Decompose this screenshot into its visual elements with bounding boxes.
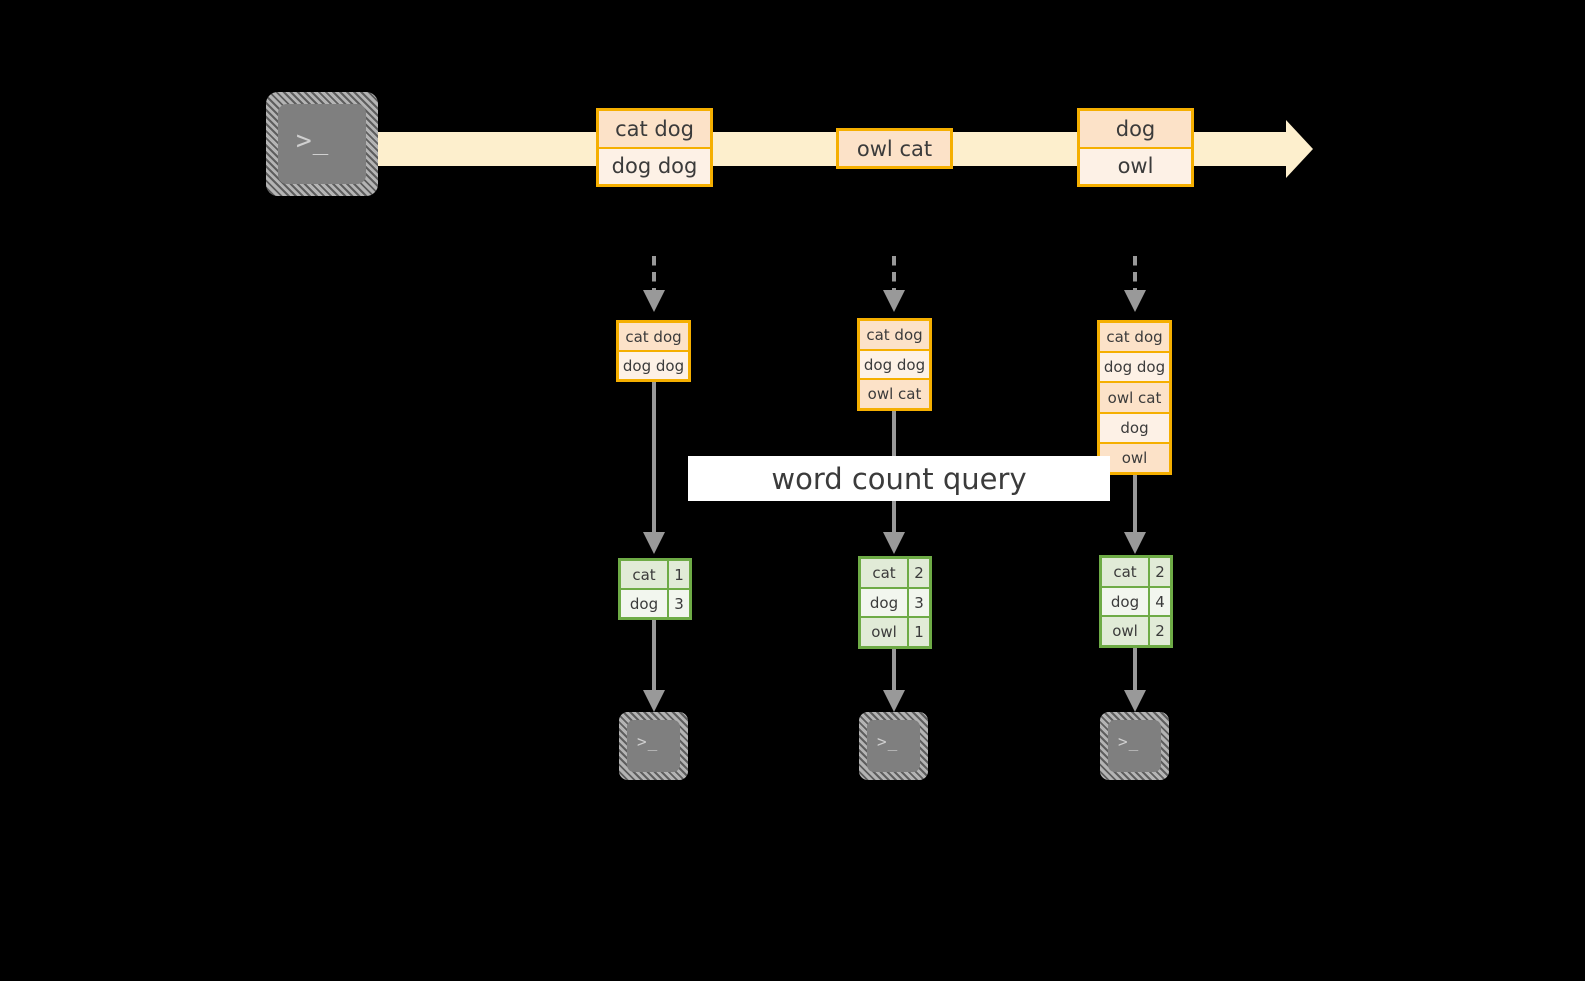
snapshot-input-row: dog dog bbox=[860, 348, 929, 379]
table-row: owl 2 bbox=[1102, 615, 1170, 646]
source-terminal-icon[interactable]: >_ bbox=[266, 92, 378, 196]
snapshot-input-row: cat dog bbox=[1100, 323, 1169, 352]
snapshot-input-row: owl cat bbox=[860, 378, 929, 409]
snapshot-2-sink-arrowhead bbox=[883, 690, 905, 712]
stream-record: owl cat bbox=[839, 131, 950, 166]
result-count: 4 bbox=[1148, 587, 1170, 616]
stream-record: cat dog bbox=[599, 111, 710, 147]
snapshot-2-query-arrowhead bbox=[883, 532, 905, 554]
snapshot-3-result-table[interactable]: cat 2 dog 4 owl 2 bbox=[1099, 555, 1173, 648]
snapshot-3-sink-terminal-icon[interactable]: >_ bbox=[1100, 712, 1169, 780]
table-row: cat 2 bbox=[1102, 558, 1170, 586]
snapshot-3-sink-arrowhead bbox=[1124, 690, 1146, 712]
snapshot-input-row: dog bbox=[1100, 411, 1169, 442]
terminal-face bbox=[278, 104, 366, 184]
snapshot-1-query-connector bbox=[652, 382, 656, 534]
result-count: 3 bbox=[907, 588, 929, 617]
snapshot-1-query-arrowhead bbox=[643, 532, 665, 554]
result-word: cat bbox=[621, 561, 667, 588]
terminal-face bbox=[1108, 720, 1161, 772]
snapshot-2-input-box[interactable]: cat dog dog dog owl cat bbox=[857, 318, 932, 411]
snapshot-input-row: dog dog bbox=[619, 350, 688, 379]
stream-group-1[interactable]: cat dog dog dog bbox=[596, 108, 713, 187]
stream-record: dog bbox=[1080, 111, 1191, 147]
result-word: dog bbox=[861, 588, 907, 617]
snapshot-1-sink-connector bbox=[652, 620, 656, 692]
snapshot-2-sink-connector bbox=[892, 649, 896, 692]
stream-group-2[interactable]: owl cat bbox=[836, 128, 953, 169]
snapshot-1-dashed-arrowhead bbox=[643, 290, 665, 312]
result-word: dog bbox=[621, 590, 667, 617]
table-row: owl 1 bbox=[861, 616, 929, 647]
snapshot-input-row: owl bbox=[1100, 441, 1169, 473]
result-count: 2 bbox=[907, 559, 929, 587]
snapshot-3-query-connector bbox=[1133, 475, 1137, 534]
query-label: word count query bbox=[771, 461, 1027, 496]
result-count: 2 bbox=[1148, 617, 1170, 646]
terminal-prompt-glyph: >_ bbox=[296, 126, 330, 156]
result-count: 1 bbox=[667, 561, 689, 588]
snapshot-3-sink-connector bbox=[1133, 648, 1137, 692]
result-word: owl bbox=[1102, 617, 1148, 646]
table-row: cat 2 bbox=[861, 559, 929, 587]
snapshot-2-result-table[interactable]: cat 2 dog 3 owl 1 bbox=[858, 556, 932, 649]
result-count: 2 bbox=[1148, 558, 1170, 586]
snapshot-input-row: dog dog bbox=[1100, 351, 1169, 382]
snapshot-2-sink-terminal-icon[interactable]: >_ bbox=[859, 712, 928, 780]
stream-group-3[interactable]: dog owl bbox=[1077, 108, 1194, 187]
snapshot-2-dashed-arrowhead bbox=[883, 290, 905, 312]
terminal-face bbox=[627, 720, 680, 772]
result-word: owl bbox=[861, 618, 907, 647]
snapshot-1-input-box[interactable]: cat dog dog dog bbox=[616, 320, 691, 382]
snapshot-1-sink-arrowhead bbox=[643, 690, 665, 712]
stream-record: dog dog bbox=[599, 146, 710, 184]
terminal-prompt-glyph: >_ bbox=[637, 732, 659, 751]
result-word: dog bbox=[1102, 587, 1148, 616]
result-count: 1 bbox=[907, 618, 929, 647]
snapshot-3-query-arrowhead bbox=[1124, 532, 1146, 554]
table-row: dog 3 bbox=[861, 586, 929, 617]
snapshot-2-dashed-connector bbox=[892, 256, 896, 292]
snapshot-3-dashed-connector bbox=[1133, 256, 1137, 292]
snapshot-1-result-table[interactable]: cat 1 dog 3 bbox=[618, 558, 692, 620]
table-row: dog 3 bbox=[621, 588, 689, 617]
table-row: dog 4 bbox=[1102, 585, 1170, 616]
terminal-prompt-glyph: >_ bbox=[877, 732, 899, 751]
snapshot-1-sink-terminal-icon[interactable]: >_ bbox=[619, 712, 688, 780]
result-word: cat bbox=[1102, 558, 1148, 586]
stream-arrowhead bbox=[1286, 120, 1313, 178]
terminal-face bbox=[867, 720, 920, 772]
result-count: 3 bbox=[667, 590, 689, 617]
snapshot-input-row: cat dog bbox=[619, 323, 688, 350]
snapshot-1-dashed-connector bbox=[652, 256, 656, 292]
snapshot-3-dashed-arrowhead bbox=[1124, 290, 1146, 312]
stream-record: owl bbox=[1080, 146, 1191, 184]
snapshot-3-input-box[interactable]: cat dog dog dog owl cat dog owl bbox=[1097, 320, 1172, 475]
table-row: cat 1 bbox=[621, 561, 689, 588]
snapshot-input-row: cat dog bbox=[860, 321, 929, 349]
terminal-prompt-glyph: >_ bbox=[1118, 732, 1140, 751]
snapshot-input-row: owl cat bbox=[1100, 381, 1169, 412]
query-label-band: word count query bbox=[688, 456, 1110, 501]
result-word: cat bbox=[861, 559, 907, 587]
